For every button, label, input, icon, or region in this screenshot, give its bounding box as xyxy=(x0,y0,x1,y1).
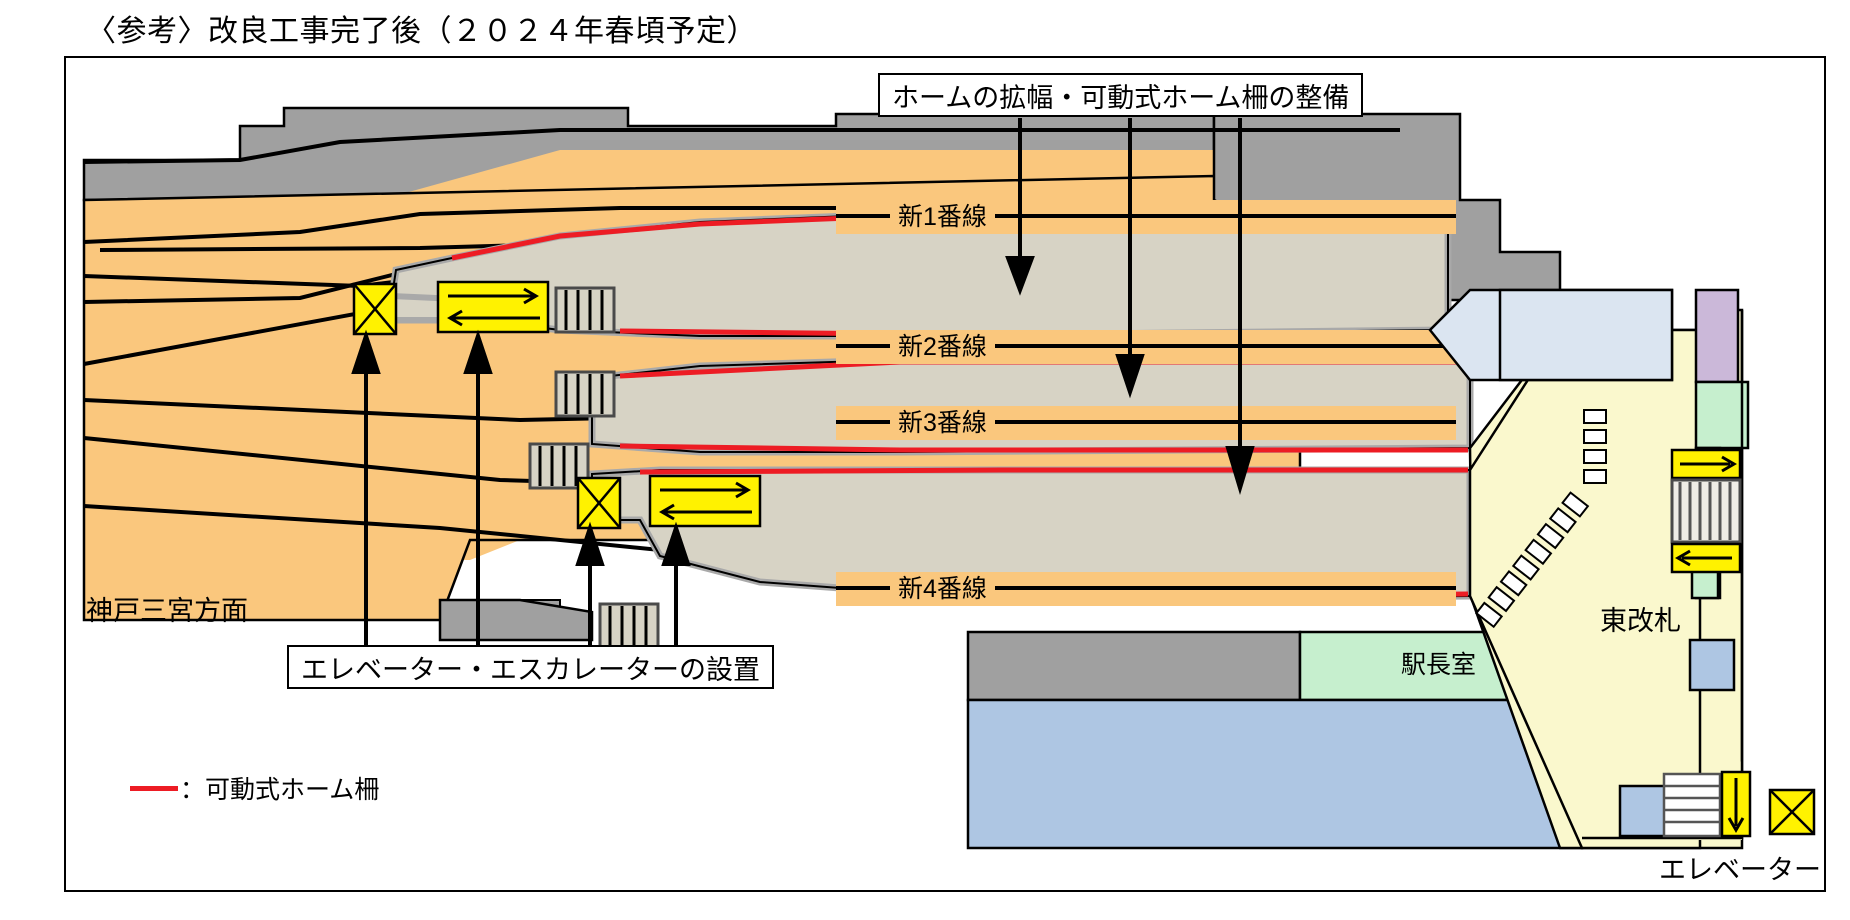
room-blue-small xyxy=(1688,638,1736,692)
stairs-icon-east xyxy=(1670,478,1742,544)
callout-arrow-elevator-3 xyxy=(575,521,605,646)
page-title: 〈参考〉改良工事完了後（２０２４年春頃予定） xyxy=(86,15,757,48)
stairs-icon-bottom-right xyxy=(1662,772,1722,838)
ticket-gate-line-diagonal xyxy=(1474,491,1590,629)
stairs-icon-p2 xyxy=(554,370,616,418)
callout-arrow-platform-1 xyxy=(1005,118,1035,296)
elevator-icon-bottom-right[interactable] xyxy=(1768,788,1816,836)
east-gate-hall-blue2 xyxy=(1498,288,1674,382)
legend-label-platform-door: ：可動式ホーム柵 xyxy=(180,776,380,804)
track-label-3: 新3番線 xyxy=(890,411,995,436)
stairs-icon-p4 xyxy=(598,602,660,650)
escalator-icon-bottom-right[interactable] xyxy=(1720,770,1752,838)
legend-swatch-platform-door xyxy=(130,785,178,791)
platform-door-line-4 xyxy=(639,467,1468,475)
escalator-icon-east-up[interactable] xyxy=(1670,448,1742,480)
callout-vertical-access: エレベーター・エスカレーターの設置 xyxy=(287,645,774,689)
station-lower-blue-hall xyxy=(966,698,1584,850)
concourse-outer-outline xyxy=(1582,310,1744,840)
callout-arrow-platform-2 xyxy=(1115,118,1145,399)
callout-arrow-elevator-2 xyxy=(463,329,493,646)
room-purple xyxy=(1694,288,1740,384)
callout-arrow-platform-3 xyxy=(1225,118,1255,495)
station-building-gray xyxy=(966,630,1302,702)
track-label-2: 新2番線 xyxy=(890,335,995,360)
escalator-icon-lower[interactable] xyxy=(648,474,762,528)
label-elevator-bottom-right: エレベーター xyxy=(1659,855,1821,885)
ticket-gate-line xyxy=(1583,409,1607,484)
escalator-icon-east-down[interactable] xyxy=(1670,542,1742,574)
escalator-icon-upper[interactable] xyxy=(436,280,550,334)
label-direction-kobe-sannomiya: 神戸三宮方面 xyxy=(86,596,248,626)
label-east-gate: 東改札 xyxy=(1600,606,1681,636)
stairs-icon-p1 xyxy=(554,286,616,334)
track-label-1: 新1番線 xyxy=(890,205,995,230)
platform-door-line-3b xyxy=(619,443,1468,453)
room-green-upper xyxy=(1694,380,1750,450)
callout-platform-works: ホームの拡幅・可動式ホーム柵の整備 xyxy=(878,73,1364,117)
elevator-icon-lower[interactable] xyxy=(576,476,622,530)
track-label-4: 新4番線 xyxy=(890,577,995,602)
building-mass-lower xyxy=(438,598,594,642)
legend: ：可動式ホーム柵 xyxy=(130,770,379,806)
callout-arrow-elevator-1 xyxy=(351,329,381,646)
callout-arrow-elevator-4 xyxy=(661,521,691,646)
elevator-icon-upper[interactable] xyxy=(352,282,398,336)
label-station-master-room: 駅長室 xyxy=(1401,651,1477,679)
